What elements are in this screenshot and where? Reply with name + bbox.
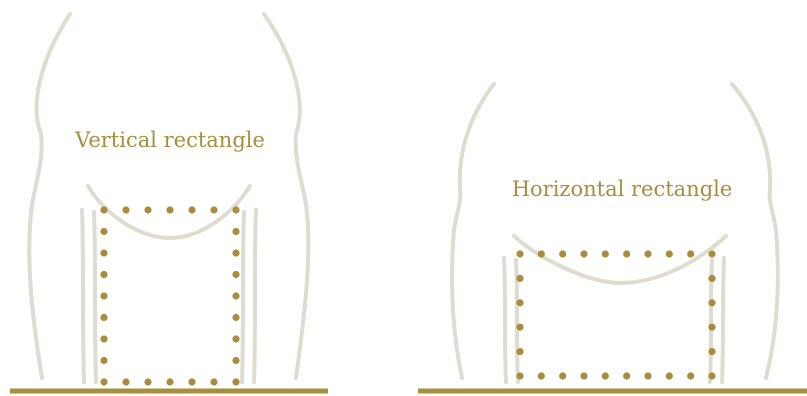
dot-marker — [210, 206, 217, 213]
horizontal-dotted-rectangle — [516, 250, 715, 379]
dot-marker — [100, 206, 107, 213]
dot-marker — [100, 378, 107, 385]
left-outer-side-curve — [29, 14, 70, 378]
dot-marker — [210, 378, 217, 385]
dot-marker — [232, 335, 239, 342]
dot-marker — [232, 292, 239, 299]
sag-curve — [514, 236, 726, 283]
dot-marker — [602, 372, 609, 379]
dot-marker — [708, 250, 715, 257]
dot-marker — [708, 372, 715, 379]
dot-marker — [100, 357, 107, 364]
inner-left-frame-line — [504, 258, 506, 382]
dot-marker — [100, 292, 107, 299]
dot-marker — [144, 378, 151, 385]
left-outer-side-curve — [452, 84, 494, 378]
dot-marker — [708, 348, 715, 355]
dot-marker — [232, 206, 239, 213]
dot-marker — [666, 372, 673, 379]
dot-marker — [100, 335, 107, 342]
dot-marker — [144, 206, 151, 213]
dot-marker — [100, 249, 107, 256]
inner-right-frame-line — [254, 210, 256, 382]
dot-marker — [644, 372, 651, 379]
inner-left-inset-line — [94, 212, 96, 382]
horizontal-rectangle-label: Horizontal rectangle — [512, 177, 733, 201]
dot-marker — [232, 357, 239, 364]
dot-marker — [602, 250, 609, 257]
dot-marker — [516, 275, 523, 282]
dot-marker — [232, 249, 239, 256]
dot-marker — [232, 314, 239, 321]
dot-marker — [122, 378, 129, 385]
dot-marker — [100, 271, 107, 278]
dot-marker — [232, 378, 239, 385]
dot-marker — [516, 324, 523, 331]
dot-marker — [232, 228, 239, 235]
dot-marker — [516, 299, 523, 306]
dot-marker — [687, 250, 694, 257]
dot-marker — [708, 275, 715, 282]
dot-marker — [580, 372, 587, 379]
dot-marker — [122, 206, 129, 213]
dot-marker — [623, 372, 630, 379]
dot-marker — [708, 324, 715, 331]
dot-marker — [623, 250, 630, 257]
dot-marker — [708, 299, 715, 306]
dot-marker — [559, 250, 566, 257]
dot-marker — [559, 372, 566, 379]
dot-marker — [188, 378, 195, 385]
dot-marker — [516, 372, 523, 379]
vertical-rectangle-label: Vertical rectangle — [74, 128, 265, 152]
dot-marker — [516, 348, 523, 355]
dot-marker — [666, 250, 673, 257]
dot-marker — [166, 206, 173, 213]
horizontal-rectangle-diagram: Horizontal rectangle — [418, 84, 807, 391]
dot-marker — [538, 372, 545, 379]
right-outer-side-curve — [264, 14, 308, 378]
dot-marker — [516, 250, 523, 257]
vertical-rectangle-diagram: Vertical rectangle — [10, 14, 328, 391]
right-outer-side-curve — [732, 84, 778, 378]
dot-marker — [538, 250, 545, 257]
dot-marker — [687, 372, 694, 379]
dot-marker — [100, 228, 107, 235]
inner-right-frame-line — [722, 258, 724, 382]
dot-marker — [166, 378, 173, 385]
inner-right-inset-line — [242, 212, 244, 382]
dot-marker — [100, 314, 107, 321]
dot-marker — [580, 250, 587, 257]
dot-marker — [188, 206, 195, 213]
vertical-dotted-rectangle — [100, 206, 239, 385]
inner-left-frame-line — [82, 210, 84, 382]
dot-marker — [644, 250, 651, 257]
dot-marker — [232, 271, 239, 278]
